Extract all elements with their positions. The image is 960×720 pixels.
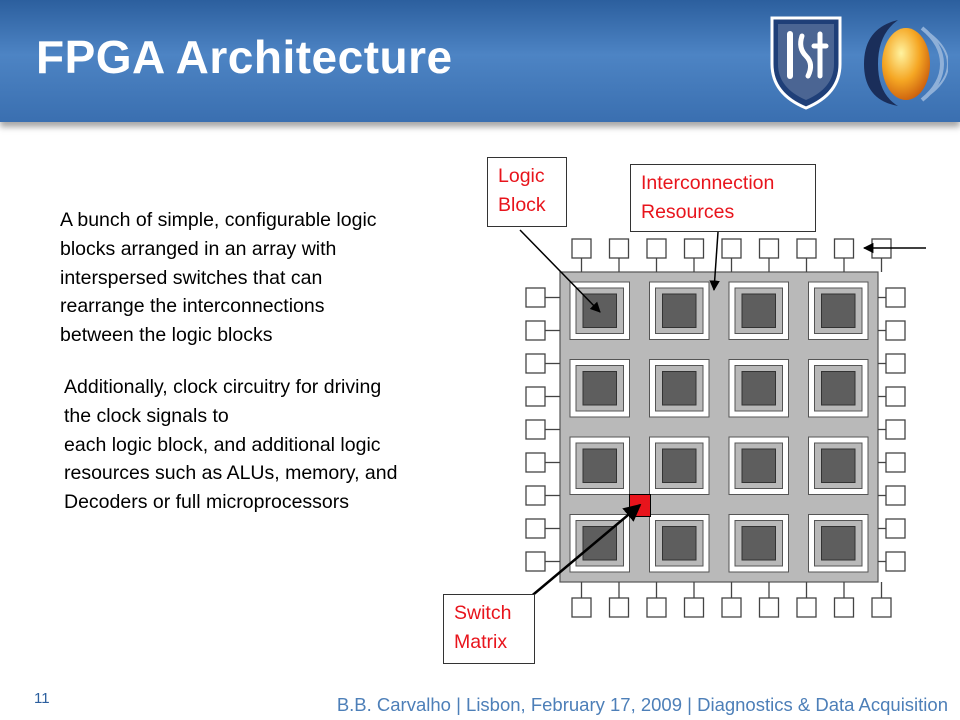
io-pad-bottom — [646, 597, 667, 618]
io-pad-left — [525, 419, 546, 440]
io-pad-right — [885, 386, 906, 407]
callout-line: Logic — [498, 165, 545, 187]
logic-block — [821, 371, 856, 406]
text-line: A bunch of simple, configurable logic — [60, 209, 377, 231]
io-pad-bottom — [608, 597, 630, 618]
logic-block — [662, 371, 697, 406]
logic-block-arrow — [519, 229, 601, 313]
io-pad-top — [833, 238, 855, 259]
logic-block — [741, 448, 776, 483]
cfn-orb-logo — [864, 20, 948, 106]
io-pad-left — [525, 485, 546, 506]
title-bar: FPGA Architecture — [0, 0, 960, 122]
io-pad-top — [796, 238, 817, 259]
io-pad-left — [525, 551, 546, 572]
io-pad-top — [683, 238, 705, 259]
ist-shield-logo — [770, 16, 842, 110]
io-pad-top — [758, 238, 780, 259]
io-pad-left — [525, 452, 546, 473]
io-pad-left — [525, 320, 546, 341]
description-paragraph-1: A bunch of simple, configurable logic bl… — [60, 206, 377, 350]
logic-block — [821, 293, 856, 328]
io-pad-top — [571, 238, 592, 259]
logic-block — [821, 448, 856, 483]
footer-caption: B.B. Carvalho | Lisbon, February 17, 200… — [336, 694, 948, 715]
callout-line: Block — [498, 194, 546, 216]
io-pad-left — [525, 386, 546, 407]
text-line: Additionally, clock circuitry for drivin… — [64, 376, 382, 398]
callout-line: Resources — [641, 201, 735, 223]
logic-block — [662, 293, 697, 328]
io-pad-right — [885, 287, 906, 308]
io-pad-right — [885, 353, 906, 374]
io-pad-bottom — [571, 597, 592, 618]
io-pad-right — [885, 551, 906, 572]
logic-block-callout: Logic Block — [487, 157, 567, 227]
io-pad-left — [525, 518, 546, 539]
fpga-array — [525, 238, 906, 618]
io-pad-bottom — [796, 597, 817, 618]
description-paragraph-2: Additionally, clock circuitry for drivin… — [64, 373, 397, 517]
interconnection-arrow — [709, 231, 720, 292]
logic-block — [741, 293, 776, 328]
io-pad-bottom — [833, 597, 855, 618]
logic-block — [821, 526, 856, 561]
logic-block — [582, 371, 617, 406]
text-line: between the logic blocks — [60, 324, 273, 347]
switch-matrix-arrow — [521, 503, 642, 605]
io-pad-right — [885, 518, 906, 539]
io-pad-right — [885, 485, 906, 506]
interconnection-callout: Interconnection Resources — [630, 164, 816, 232]
logic-block — [582, 526, 617, 561]
callout-arrows — [519, 229, 926, 605]
io-pad-top — [721, 238, 742, 259]
text-line: interspersed switches that can — [60, 266, 323, 289]
switch-matrix-callout: Switch Matrix — [443, 594, 535, 664]
io-pad-bottom — [683, 597, 705, 618]
io-pad-right — [885, 419, 906, 440]
io-pad-left — [525, 353, 546, 374]
io-pad-top — [608, 238, 630, 259]
text-line: blocks arranged in an array with — [60, 237, 337, 260]
logic-block — [662, 526, 697, 561]
text-line: the clock signals to — [64, 404, 229, 427]
logic-block — [741, 526, 776, 561]
callout-line: Interconnection — [641, 172, 775, 194]
text-line: resources such as ALUs, memory, and — [64, 462, 398, 485]
callout-line: Matrix — [454, 631, 508, 653]
page-number: 11 — [34, 690, 50, 707]
text-line: Decoders or full microprocessors — [64, 491, 350, 514]
io-pad-right — [885, 452, 906, 473]
io-pad-bottom — [871, 597, 892, 618]
io-pad-bottom — [758, 597, 780, 618]
io-pad-top — [646, 238, 667, 259]
slide-title: FPGA Architecture — [36, 31, 453, 83]
io-pad-bottom — [721, 597, 742, 618]
text-line: rearrange the interconnections — [60, 295, 325, 318]
io-pad-left — [525, 287, 546, 308]
logic-block — [582, 448, 617, 483]
io-pad-right — [885, 320, 906, 341]
logic-block — [741, 371, 776, 406]
logic-block — [662, 448, 697, 483]
text-line: each logic block, and additional logic — [64, 433, 381, 456]
callout-line: Switch — [454, 602, 512, 624]
